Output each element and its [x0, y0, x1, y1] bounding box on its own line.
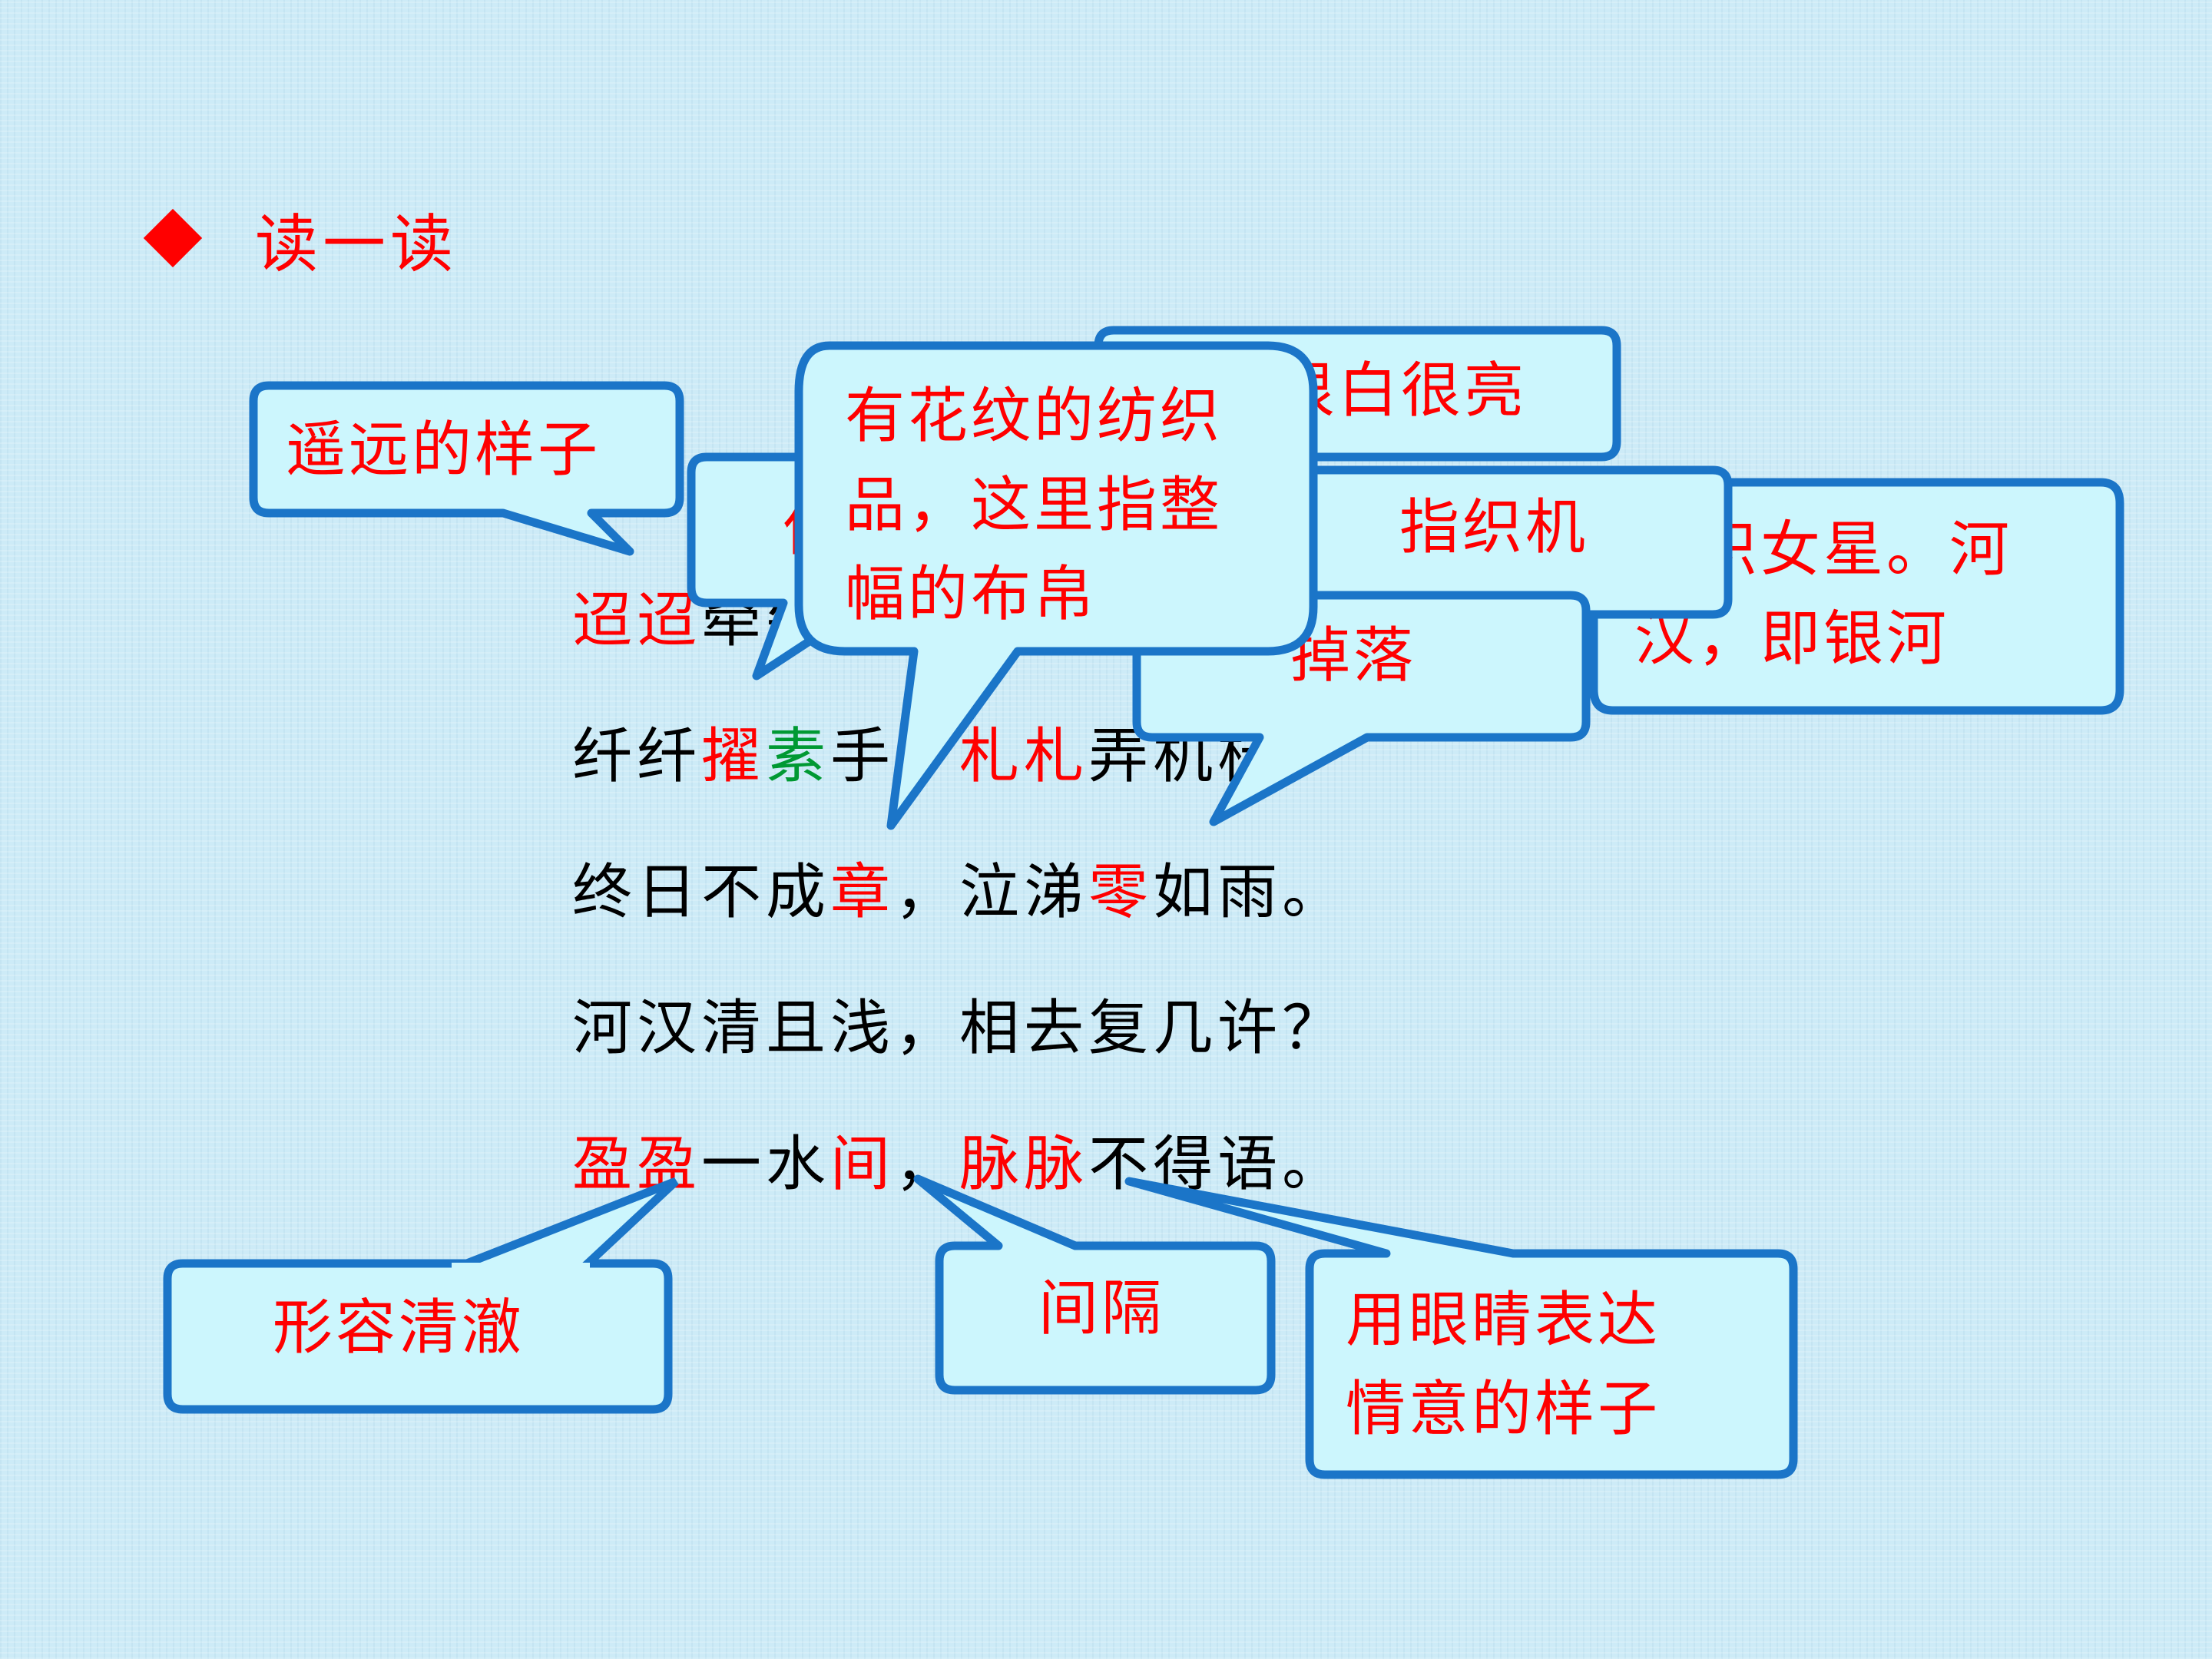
poem-line-5-segment-5: 脉脉	[959, 1130, 1089, 1199]
poem-line-5: 盈盈一水间，脉脉不得语。	[572, 1116, 1346, 1202]
callout-yaoyuan: 遥远的样子	[249, 381, 684, 556]
poem-line-3: 终日不成章，泣涕零如雨。	[572, 844, 1346, 930]
heading-text: 读一读	[255, 207, 459, 281]
callout-jiange-text: 间隔	[1038, 1274, 1164, 1343]
poem-line-2-segment-3: 素	[766, 722, 831, 791]
callout-qingche-text: 形容清澈	[273, 1293, 525, 1363]
poem-line-1-segment-1: 迢迢	[572, 586, 702, 655]
callout-yaoyuan-text: 遥远的样子	[286, 416, 601, 485]
callout-jiange-line-1: 间隔	[1038, 1274, 1164, 1343]
poem-line-4-segment-1: 河汉清且浅，相去复几许？	[572, 994, 1347, 1063]
poem-line-5-segment-2: 一水	[701, 1130, 831, 1199]
callout-huawen: 有花纹的纺织品，这里指整幅的布帛	[794, 341, 1318, 830]
callout-jiange: 间隔	[913, 1174, 1276, 1395]
callout-huawen-line-2: 品，这里指整	[845, 471, 1223, 540]
callout-zhinv-text: 指织女星。河汉，即银河	[1634, 515, 2012, 674]
callout-huawen-line-3: 幅的布帛	[845, 560, 1097, 629]
poem-line-4: 河汉清且浅，相去复几许？	[572, 980, 1346, 1066]
callout-maimai-line-1: 用眼睛表达	[1346, 1286, 1661, 1355]
poem-line-5-segment-1: 盈盈	[572, 1130, 702, 1199]
poem-line-5-segment-3: 间	[830, 1130, 896, 1199]
callout-maimai-text: 用眼睛表达情意的样子	[1346, 1286, 1661, 1444]
callout-zhiji-text: 指织机	[1399, 493, 1588, 562]
poem-line-3-segment-4: 零	[1088, 858, 1154, 927]
section-heading: 读一读	[143, 196, 458, 281]
callout-zhiji-line-1: 指织机	[1399, 493, 1588, 562]
callout-huawen-line-1: 有花纹的纺织	[845, 382, 1223, 451]
poem-line-3-segment-1: 终日不成	[572, 858, 831, 927]
poem-line-2-segment-5: 札札	[959, 722, 1089, 791]
callout-qingche: 形容清澈	[163, 1177, 679, 1414]
poem-line-2-segment-2: 擢	[701, 722, 767, 791]
callout-huawen-text: 有花纹的纺织品，这里指整幅的布帛	[845, 382, 1223, 629]
poem-line-5-segment-6: 不得语。	[1088, 1130, 1347, 1199]
callout-maimai: 用眼睛表达情意的样子	[1124, 1177, 1798, 1479]
callout-yaoyuan-line-1: 遥远的样子	[286, 416, 601, 485]
poem-line-3-segment-2: 章	[830, 858, 896, 927]
callout-maimai-line-2: 情意的样子	[1346, 1375, 1661, 1444]
poem-line-2-segment-1: 纤纤	[572, 722, 702, 791]
poem-line-3-segment-5: 如雨。	[1153, 858, 1347, 927]
poem-line-3-segment-3: ，泣涕	[895, 858, 1089, 927]
callout-qingche-line-1: 形容清澈	[273, 1293, 525, 1363]
